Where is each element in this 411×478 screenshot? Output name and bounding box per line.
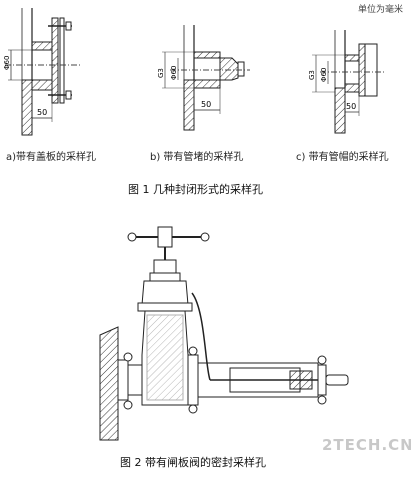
panel-a-dia-label: Φ60 [3, 56, 11, 70]
panel-c-drawing [312, 30, 385, 134]
panel-a-length-label: 50 [37, 108, 47, 117]
figure1-drawings: Φ60 50 G3 Φ60 50 G3 Φ60 50 [3, 8, 385, 136]
panel-b-label: b) 带有管堵的采样孔 [150, 152, 244, 163]
figure2-drawing [99, 226, 349, 441]
panel-b-length-label: 50 [201, 100, 211, 109]
panel-a-drawing [5, 8, 80, 136]
wall-section [99, 326, 119, 441]
figure2-caption: 图 2 带有闸板阀的密封采样孔 [120, 456, 266, 469]
panel-a-label: a)带有盖板的采样孔 [6, 152, 97, 163]
handwheel [127, 226, 210, 248]
panel-b-dia-label: Φ60 [170, 66, 178, 80]
panel-b-drawing [162, 25, 250, 131]
figure1-caption: 图 1 几种封闭形式的采样孔 [128, 183, 263, 196]
panel-c-label: c) 带有管帽的采样孔 [296, 152, 389, 163]
panel-c-dia-label: Φ60 [320, 68, 328, 82]
panel-c-thread-label: G3 [308, 70, 316, 80]
watermark: 2TECH.CN [322, 436, 411, 454]
panel-c-length-label: 50 [346, 102, 356, 111]
unit-note: 单位为毫米 [357, 5, 403, 15]
panel-b-thread-label: G3 [157, 68, 165, 78]
